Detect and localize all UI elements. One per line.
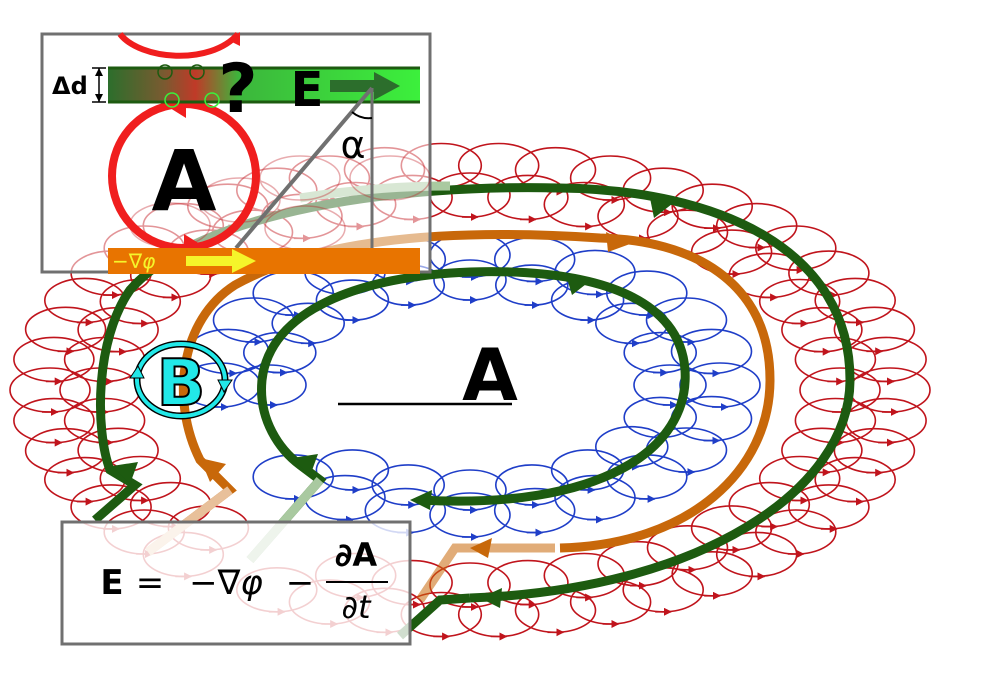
potential-loop xyxy=(429,172,511,218)
potential-loop xyxy=(9,367,91,413)
e-label: E xyxy=(291,62,324,118)
angle-hypotenuse xyxy=(234,86,374,250)
e-arrow xyxy=(330,72,400,100)
orange-arrowhead-bottom xyxy=(470,538,492,558)
main-vector-potential-label: A xyxy=(338,333,518,417)
potential-loop xyxy=(605,454,688,500)
eq-numerator: ∂A xyxy=(335,536,377,574)
eq-grad-term: −∇φ xyxy=(189,563,263,603)
inner-green-arrowhead-left xyxy=(292,454,318,476)
inner-green-arrowhead-bottom xyxy=(410,490,432,510)
green-arrowhead-bottom xyxy=(480,588,502,608)
grad-phi-arrow xyxy=(186,249,256,273)
orange-arrowhead-left xyxy=(200,458,226,482)
potential-loop xyxy=(845,336,927,383)
orange-arrowhead-top xyxy=(606,232,630,252)
potential-loop xyxy=(487,174,569,221)
inner-green-arrowhead-top xyxy=(566,275,590,295)
potential-loop xyxy=(457,142,540,189)
potential-loop xyxy=(758,455,841,502)
delta-d-label: Δd xyxy=(52,72,88,100)
grad-phi-label: −∇φ xyxy=(112,249,155,273)
eq-lhs: E xyxy=(100,563,123,603)
grad-phi-bar xyxy=(108,248,420,274)
potential-loop xyxy=(799,367,881,413)
outer-vector-potential-loops xyxy=(9,142,931,641)
a-main-label: A xyxy=(462,333,518,417)
green-arrowhead-left xyxy=(112,462,138,484)
a-inset-label: A xyxy=(151,132,216,230)
b-label: B xyxy=(157,347,206,421)
potential-loop xyxy=(24,427,107,474)
potential-loop xyxy=(13,397,95,444)
alpha-label: α xyxy=(340,123,365,167)
eq-denominator: ∂t xyxy=(341,588,372,626)
potential-loop xyxy=(13,336,95,383)
inset-panel: Δd ? E α A −∇φ xyxy=(40,31,432,274)
eq-minus: − xyxy=(286,563,315,603)
potential-loop xyxy=(645,427,728,473)
question-mark: ? xyxy=(218,50,257,129)
potential-loop xyxy=(794,336,877,383)
potential-loop xyxy=(849,367,931,413)
magnetic-field-symbol: B xyxy=(129,340,233,422)
green-arrowhead-top xyxy=(650,198,672,218)
eq-equals: = xyxy=(136,563,165,603)
potential-loop xyxy=(315,449,390,491)
equation-box: E = −∇φ − ∂A ∂t xyxy=(60,520,412,646)
potential-loop xyxy=(24,306,107,353)
potential-loop xyxy=(833,427,916,474)
potential-loop xyxy=(845,397,927,444)
potential-loop xyxy=(433,259,507,301)
